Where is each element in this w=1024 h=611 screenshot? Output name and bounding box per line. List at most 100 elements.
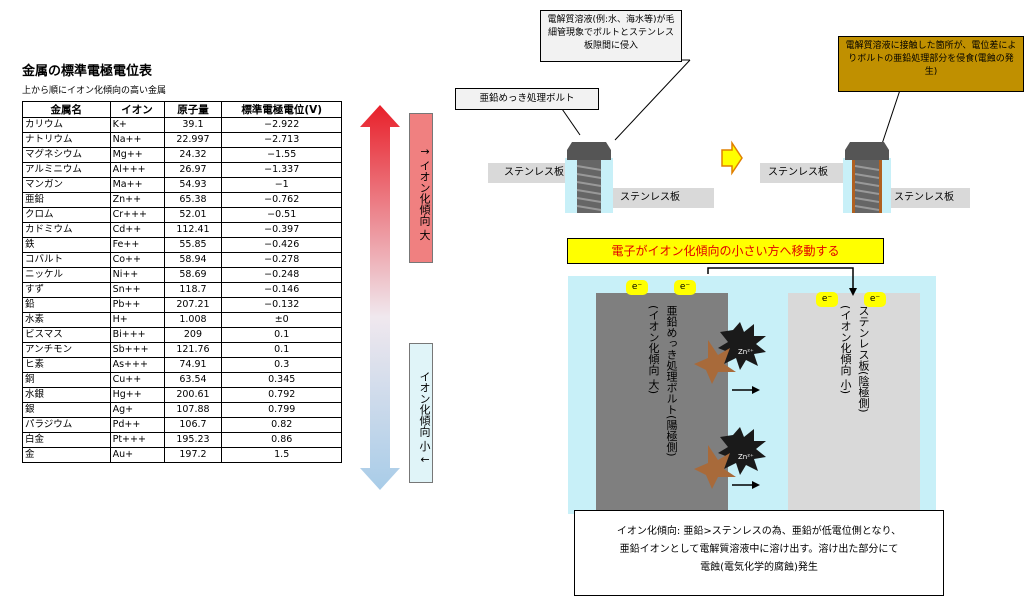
stainless-plate-bottom-2: ステンレス板 xyxy=(876,188,970,208)
potential-cell: −1.55 xyxy=(221,147,342,163)
ion-cell: Hg++ xyxy=(109,387,165,403)
ion-cell: Pt+++ xyxy=(109,432,165,448)
anode-sublabel: (イオン化傾向 大) xyxy=(647,305,660,395)
potential-cell: −1 xyxy=(221,177,342,193)
potential-cell: 0.3 xyxy=(221,357,342,373)
electron-move-banner: 電子がイオン化傾向の小さい方へ移動する xyxy=(567,238,884,264)
callout-bolt: 亜鉛めっき処理ボルト xyxy=(455,88,599,110)
callout-corrosion: 電解質溶液に接触した箇所が、電位差によりボルトの亜鉛処理部分を侵食(電蝕の発生) xyxy=(838,36,1024,92)
potential-cell: 0.345 xyxy=(221,372,342,388)
atomic-weight-cell: 58.69 xyxy=(163,267,223,283)
potential-cell: 0.792 xyxy=(221,387,342,403)
metal-name-cell: 金 xyxy=(22,447,111,463)
ion-cell: Zn++ xyxy=(109,192,165,208)
stainless-plate-top-1: ステンレス板 xyxy=(488,163,590,183)
metal-name-cell: ナトリウム xyxy=(22,132,111,148)
ion-cell: Sb+++ xyxy=(109,342,165,358)
electron-badge-1: e⁻ xyxy=(626,280,648,295)
zn-ion-label-1: Zn²⁺ xyxy=(738,348,754,356)
metal-name-cell: カリウム xyxy=(22,117,111,133)
potential-cell: 0.82 xyxy=(221,417,342,433)
potential-cell: −0.51 xyxy=(221,207,342,223)
electron-badge-3: e⁻ xyxy=(816,292,838,307)
atomic-weight-cell: 107.88 xyxy=(163,402,223,418)
atomic-weight-cell: 24.32 xyxy=(163,147,223,163)
ion-cell: Ma++ xyxy=(109,177,165,193)
atomic-weight-cell: 74.91 xyxy=(163,357,223,373)
cathode-electrode xyxy=(788,293,920,514)
ion-cell: As+++ xyxy=(109,357,165,373)
ion-cell: Fe++ xyxy=(109,237,165,253)
ion-cell: Ni++ xyxy=(109,267,165,283)
ion-cell: Mg++ xyxy=(109,147,165,163)
metal-name-cell: パラジウム xyxy=(22,417,111,433)
bolt-leader-lines xyxy=(559,59,901,176)
potential-cell: −0.146 xyxy=(221,282,342,298)
zn-ion-label-2: Zn²⁺ xyxy=(738,453,754,461)
atomic-weight-cell: 63.54 xyxy=(163,372,223,388)
tendency-arrow xyxy=(360,105,400,490)
metal-name-cell: マンガン xyxy=(22,177,111,193)
atomic-weight-cell: 121.76 xyxy=(163,342,223,358)
header-metal: 金属名 xyxy=(22,101,111,118)
atomic-weight-cell: 106.7 xyxy=(163,417,223,433)
tendency-low-label: イオン化傾向 小 ↓ xyxy=(409,343,433,483)
explanation-line-1: イオン化傾向: 亜鉛>ステンレスの為、亜鉛が低電位側となり、 xyxy=(616,526,902,537)
atomic-weight-cell: 209 xyxy=(163,327,223,343)
metal-name-cell: アルミニウム xyxy=(22,162,111,178)
metal-name-cell: 亜鉛 xyxy=(22,192,111,208)
callout-electrolyte: 電解質溶液(例:水、海水等)が毛細管現象でボルトとステンレス板隙間に侵入 xyxy=(540,10,682,62)
metal-name-cell: すず xyxy=(22,282,111,298)
ion-cell: Cu++ xyxy=(109,372,165,388)
table-title: 金属の標準電極電位表 xyxy=(22,64,153,79)
ion-cell: Cr+++ xyxy=(109,207,165,223)
ion-cell: Pd++ xyxy=(109,417,165,433)
header-ion: イオン xyxy=(109,101,165,118)
potential-cell: ±0 xyxy=(221,312,342,328)
ion-cell: Bi+++ xyxy=(109,327,165,343)
electron-badge-2: e⁻ xyxy=(674,280,696,295)
table-header-row: 金属名 イオン 原子量 標準電極電位(V) xyxy=(22,101,342,118)
stainless-plate-bottom-1: ステンレス板 xyxy=(600,188,714,208)
atomic-weight-cell: 65.38 xyxy=(163,192,223,208)
potential-cell: 1.5 xyxy=(221,447,342,463)
stainless-plate-top-2: ステンレス板 xyxy=(760,163,856,183)
potential-cell: −2.922 xyxy=(221,117,342,133)
potential-cell: −0.248 xyxy=(221,267,342,283)
table-subtitle: 上から順にイオン化傾向の高い金属 xyxy=(22,86,167,96)
atomic-weight-cell: 52.01 xyxy=(163,207,223,223)
atomic-weight-cell: 197.2 xyxy=(163,447,223,463)
metal-name-cell: ヒ素 xyxy=(22,357,111,373)
metal-name-cell: コバルト xyxy=(22,252,111,268)
explanation-line-2: 亜鉛イオンとして電解質溶液中に溶け出す。溶け出た部分にて xyxy=(619,544,899,555)
ion-cell: Cd++ xyxy=(109,222,165,238)
potential-cell: 0.1 xyxy=(221,342,342,358)
cathode-label: ステンレス板(陰極側) xyxy=(857,305,870,413)
atomic-weight-cell: 39.1 xyxy=(163,117,223,133)
potential-cell: 0.799 xyxy=(221,402,342,418)
metal-name-cell: マグネシウム xyxy=(22,147,111,163)
potential-cell: −0.762 xyxy=(221,192,342,208)
electron-badge-4: e⁻ xyxy=(864,292,886,307)
potential-cell: −0.278 xyxy=(221,252,342,268)
potential-cell: −2.713 xyxy=(221,132,342,148)
corroded-bolt-icon xyxy=(843,142,891,213)
atomic-weight-cell: 195.23 xyxy=(163,432,223,448)
